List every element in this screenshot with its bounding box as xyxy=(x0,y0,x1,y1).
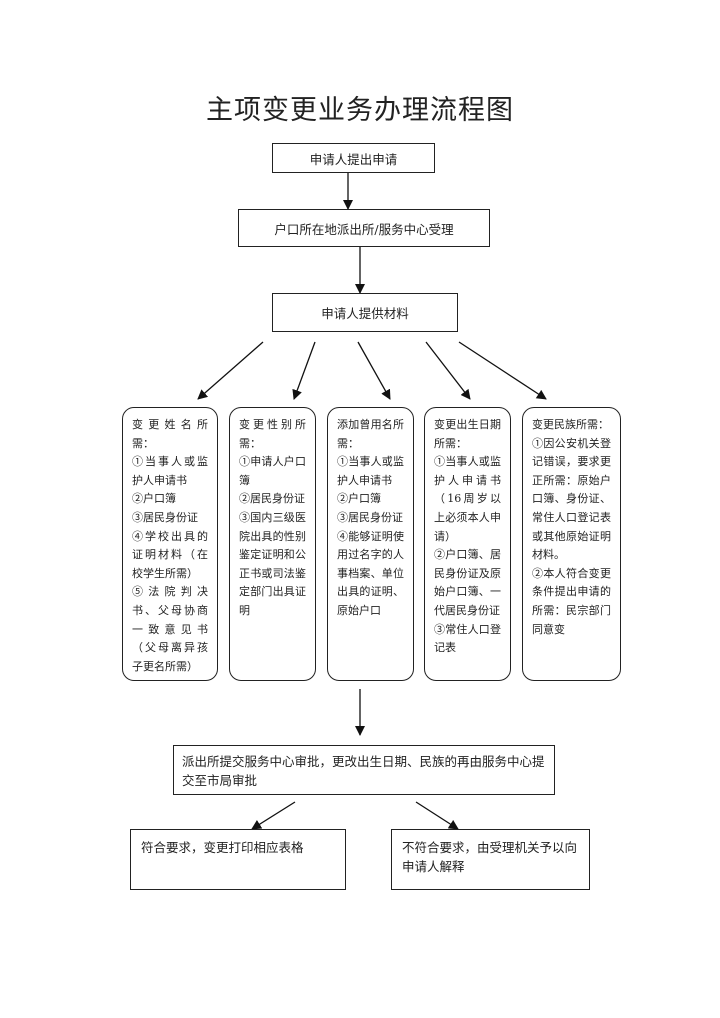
requirement-item: ①申请人户口簿 xyxy=(239,455,306,487)
category-name-change: 变更姓名所需： ①当事人或监护人申请书 ②户口簿 ③居民身份证 ④学校出具的证明… xyxy=(122,407,218,681)
requirement-item: ③居民身份证 xyxy=(132,510,198,524)
arrow-to-pass xyxy=(251,801,296,830)
outcome-pass: 符合要求，变更打印相应表格 xyxy=(130,829,346,890)
step-review: 派出所提交服务中心审批，更改出生日期、民族的再由服务中心提交至市局审批 xyxy=(173,745,555,795)
arrow-to-name xyxy=(197,341,264,400)
requirement-item: ②户口簿 xyxy=(132,492,176,506)
category-ethnicity-change: 变更民族所需： ①因公安机关登记错误，要求更正所需：原始户口簿、身份证、常住人口… xyxy=(522,407,621,681)
category-birthdate-change: 变更出生日期所需： ①当事人或监护人申请书（16周岁以上必须本人申请） ②户口簿… xyxy=(424,407,511,681)
arrow-to-ethnicity xyxy=(458,341,547,400)
step-accept: 户口所在地派出所/服务中心受理 xyxy=(238,209,490,247)
requirement-item: ②户口簿 xyxy=(337,492,381,506)
arrow-to-birthdate xyxy=(425,341,471,400)
page-title: 主项变更业务办理流程图 xyxy=(206,95,514,126)
category-heading: 变更姓名所需： xyxy=(132,418,208,450)
arrow-to-former-name xyxy=(357,341,391,400)
requirement-item: ③常住人口登记表 xyxy=(434,622,501,655)
arrow-to-gender xyxy=(292,341,316,400)
requirement-item: ①当事人或监护人申请书（16周岁以上必须本人申请） xyxy=(434,455,501,543)
requirement-item: ②户口簿、居民身份证及原始户口簿、一代居民身份证 xyxy=(434,548,501,617)
requirement-item: ⑤法院判决书、父母协商一致意见书（父母离异孩子更名所需） xyxy=(132,585,208,673)
requirement-item: ④能够证明使用过名字的人事档案、单位出具的证明、原始户口 xyxy=(337,529,404,617)
requirement-item: ①当事人或监护人申请书 xyxy=(337,455,404,487)
requirement-item: ③国内三级医院出具的性别鉴定证明和公正书或司法鉴定部门出具证明 xyxy=(239,510,306,617)
step-materials: 申请人提供材料 xyxy=(272,293,458,332)
category-heading: 添加曾用名所需： xyxy=(337,418,404,450)
step-apply: 申请人提出申请 xyxy=(272,143,435,173)
category-heading: 变更出生日期所需： xyxy=(434,418,501,450)
requirement-item: ②居民身份证 xyxy=(239,492,305,506)
category-heading: 变更性别所需： xyxy=(239,418,306,450)
requirement-item: ④学校出具的证明材料（在校学生所需） xyxy=(132,529,208,580)
requirement-item: ③居民身份证 xyxy=(337,510,403,524)
requirement-item: ②本人符合变更条件提出申请的所需：民宗部门同意变 xyxy=(532,566,611,636)
category-gender-change: 变更性别所需： ①申请人户口簿 ②居民身份证 ③国内三级医院出具的性别鉴定证明和… xyxy=(229,407,316,681)
category-heading: 变更民族所需： xyxy=(532,418,609,431)
category-former-name: 添加曾用名所需： ①当事人或监护人申请书 ②户口簿 ③居民身份证 ④能够证明使用… xyxy=(327,407,414,681)
requirement-item: ①因公安机关登记错误，要求更正所需：原始户口簿、身份证、常住人口登记表或其他原始… xyxy=(532,436,611,562)
requirement-item: ①当事人或监护人申请书 xyxy=(132,455,208,487)
arrow-to-fail xyxy=(415,801,459,830)
outcome-fail: 不符合要求，由受理机关予以向申请人解释 xyxy=(391,829,590,890)
